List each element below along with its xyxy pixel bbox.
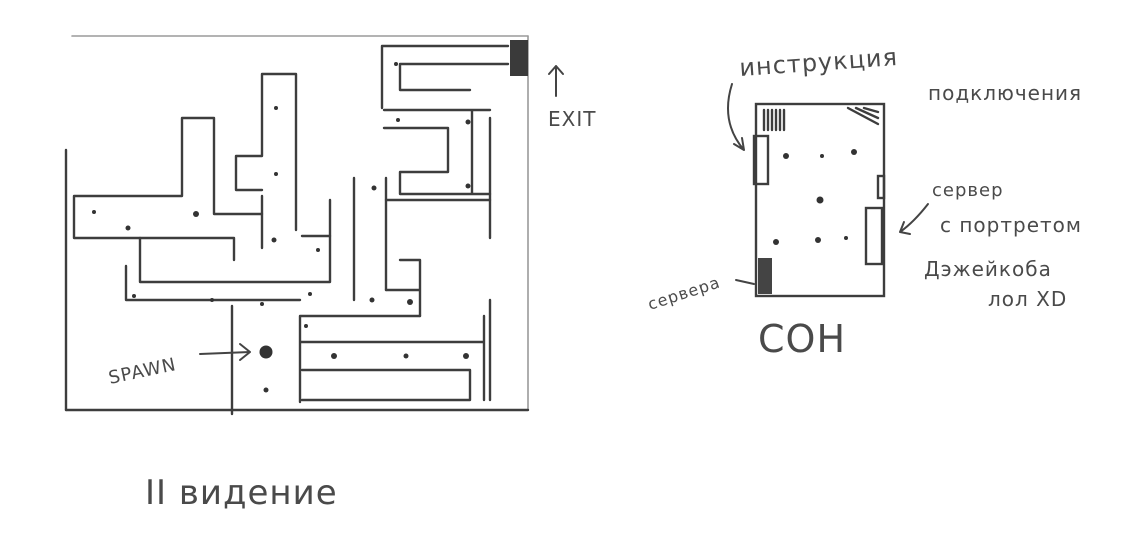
- maze-item: [210, 298, 214, 302]
- maze-item: [372, 186, 377, 191]
- maze-item: [466, 120, 471, 125]
- maze-wall: [232, 306, 484, 414]
- portrait-server: [866, 208, 882, 264]
- room-item: [783, 153, 789, 159]
- maze-wall: [384, 110, 490, 194]
- maze-item: [407, 299, 413, 305]
- maze-item: [274, 172, 278, 176]
- maze-item: [132, 294, 136, 298]
- label-instruction: инструкция: [738, 43, 898, 82]
- maze-item: [272, 238, 277, 243]
- room-detail: [878, 176, 884, 198]
- maze-item: [370, 298, 375, 303]
- maze-item: [274, 106, 278, 110]
- maze-item: [308, 292, 312, 296]
- server-rack: [758, 258, 772, 294]
- label-connection: подключения: [928, 81, 1082, 105]
- exit-label: EXIT: [548, 107, 596, 131]
- room-hatch-left: [764, 110, 784, 130]
- exit-block: [510, 40, 528, 76]
- maze-item: [193, 211, 199, 217]
- maze-item: [466, 184, 471, 189]
- left-caption: II видение: [145, 473, 338, 513]
- room-item: [773, 239, 779, 245]
- room-item: [844, 236, 848, 240]
- maze-item: [264, 388, 269, 393]
- label-server-portrait: сервер: [932, 180, 1004, 201]
- spawn-arrow-icon: [200, 344, 250, 360]
- room-item: [817, 197, 824, 204]
- instruction-arrow-icon: [728, 84, 744, 150]
- room-item: [815, 237, 821, 243]
- spawn-point: [260, 346, 273, 359]
- maze-item: [316, 248, 320, 252]
- maze-wall: [74, 118, 262, 260]
- label-server-portrait-2: с портретом: [940, 213, 1082, 237]
- maze-wall: [382, 46, 508, 108]
- maze-item: [404, 354, 409, 359]
- maze-item: [304, 324, 308, 328]
- exit-arrow-icon: [549, 66, 563, 96]
- spawn-label: SPAWN: [107, 354, 179, 389]
- room-item: [820, 154, 824, 158]
- maze-item: [396, 118, 400, 122]
- right-caption: СОН: [758, 317, 846, 361]
- label-jacob: Дэжейкоба: [924, 257, 1052, 281]
- room-item: [851, 149, 857, 155]
- maze-item: [331, 353, 337, 359]
- portrait-arrow-icon: [900, 204, 928, 234]
- maze-item: [92, 210, 96, 214]
- maze-item: [260, 302, 264, 306]
- maze-wall: [236, 74, 296, 248]
- room-diagram: [728, 84, 928, 296]
- room-hatch-right: [848, 108, 878, 124]
- servers-arrow-icon: [736, 280, 754, 284]
- maze-item: [463, 353, 469, 359]
- maze-item: [126, 226, 131, 231]
- maze-diagram: [66, 36, 563, 414]
- maze-item: [394, 62, 398, 66]
- label-lol: лол XD: [988, 287, 1067, 311]
- label-servers: сервера: [645, 273, 722, 314]
